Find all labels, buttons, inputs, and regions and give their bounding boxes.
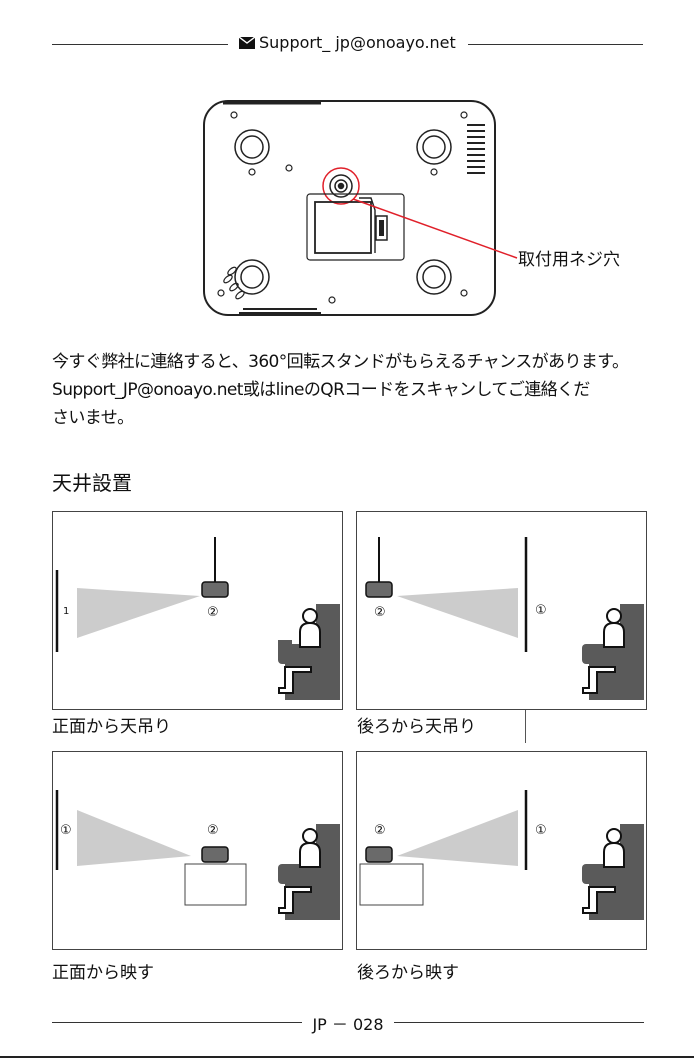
panel-rear-table: ② ① [356,751,647,950]
projector-bottom-diagram: 取付用ネジ穴 [195,95,645,325]
panel-front-ceiling: 1 ② [52,511,343,710]
projector-marker: ② [207,605,219,620]
projector-marker: ② [374,823,386,838]
panel-rear-ceiling-screen-extension [525,710,526,743]
panel-front-table-figure: ① ② [53,752,344,951]
page-number: JP － 028 [304,1011,392,1035]
projector-marker: ② [374,605,386,620]
footer-rule-right [394,1022,644,1023]
header-rule-left [52,44,228,45]
header-rule-right [468,44,643,45]
panel-rear-ceiling: ② ① [356,511,647,710]
panel-front-table-caption: 正面から映す [52,958,154,983]
projector-marker: ② [207,823,219,838]
mount-hole-label: 取付用ネジ穴 [518,250,620,270]
section-title: 天井設置 [52,467,132,496]
chair-viewer [582,824,644,920]
panel-rear-ceiling-figure: ② ① [357,512,648,711]
panel-rear-table-figure: ② ① [357,752,648,951]
panel-front-ceiling-figure: 1 ② [53,512,344,711]
screen-marker: ① [535,823,547,838]
panel-rear-table-caption: 後ろから映す [357,958,459,983]
panel-front-ceiling-caption: 正面から天吊り [52,712,171,737]
intro-line-3: さいませ。 [52,404,662,432]
screen-marker: ① [60,823,72,838]
footer-rule-left [52,1022,302,1023]
page-bottom-rule [0,1056,694,1058]
chair-viewer [278,824,340,920]
intro-line-2: Support_JP@onoayo.net或はlineのQRコードをスキャンして… [52,376,662,404]
panel-rear-ceiling-caption: 後ろから天吊り [357,712,476,737]
intro-line-1: 今すぐ弊社に連絡すると、360°回転スタンドがもらえるチャンスがあります。 [52,348,662,376]
envelope-icon [239,37,255,49]
header-email: Support_ jp@onoayo.net [239,33,456,52]
panel-front-table: ① ② [52,751,343,950]
intro-paragraph: 今すぐ弊社に連絡すると、360°回転スタンドがもらえるチャンスがあります。 Su… [52,348,662,432]
screen-marker: ① [535,603,547,618]
screen-marker: 1 [63,606,69,617]
chair-viewer [582,604,644,700]
chair-viewer [278,604,340,700]
header-email-text: Support_ jp@onoayo.net [259,33,456,52]
